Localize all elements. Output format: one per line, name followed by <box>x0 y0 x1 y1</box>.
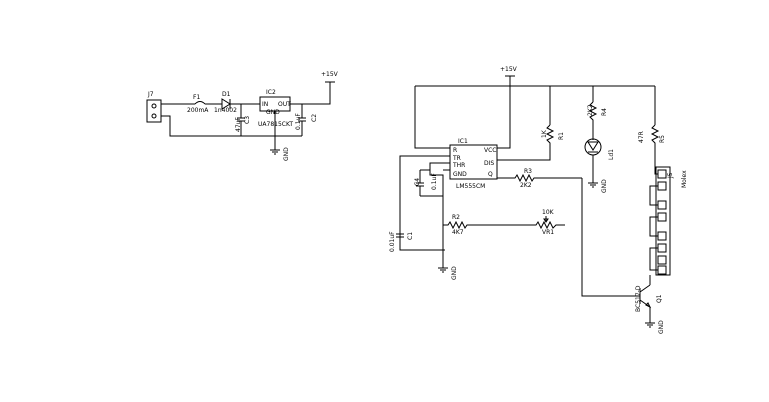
ic2-pin-in: IN <box>262 101 268 108</box>
pot-vr1: 10K VR1 <box>530 209 565 236</box>
r4-label: R4 <box>601 108 608 116</box>
d1-label: D1 <box>222 91 231 98</box>
ic1-lm555: IC1 LM555CM R TR THR GND VCC DIS Q <box>449 138 498 190</box>
ic1-pin: DIS <box>484 160 494 167</box>
r5-value: 47R <box>638 131 645 143</box>
j7-label: J7 <box>147 91 154 98</box>
connector-j5-molex: J5 Molex <box>649 165 688 276</box>
wire <box>161 115 302 137</box>
ic2-label: IC2 <box>266 89 276 96</box>
ic1-pin: VCC <box>484 147 496 154</box>
supply-right-label: +15V <box>500 66 518 73</box>
c4-value: 0.1uF <box>431 173 438 190</box>
capacitor-c3: 47uF C3 <box>235 104 251 136</box>
resistor-r5: 47R R5 <box>638 124 666 165</box>
c2-value: 0.1uF <box>295 113 302 130</box>
resistor-r3: R3 2K2 <box>497 168 582 189</box>
ground-symbol: GND <box>438 266 458 280</box>
vr1-label: VR1 <box>542 229 554 236</box>
resistor-r2: R2 4K7 <box>443 214 530 236</box>
ic2-pin-out: OUT <box>278 101 291 108</box>
supply-plus15v-left: +15V <box>321 71 339 83</box>
r3-label: R3 <box>524 168 532 175</box>
supply-left-label: +15V <box>321 71 339 78</box>
power-supply-section: J7 F1 200mA D1 1n4002 47uF C3 <box>146 71 339 161</box>
diode-d1: D1 1n4002 <box>214 91 237 114</box>
f1-value: 200mA <box>187 107 209 114</box>
wire <box>290 82 331 105</box>
pwm-section: +15V IC1 LM555CM R TR THR GND VCC DIS Q <box>389 66 688 334</box>
ic1-pin: GND <box>453 171 467 178</box>
c3-label: C3 <box>244 116 251 124</box>
resistor-r4: 2K2 R4 <box>587 101 608 140</box>
capacitor-c2: 0.1uF C2 <box>295 104 318 136</box>
c1-value: 0.01uF <box>389 231 396 252</box>
ic1-pin: R <box>453 147 457 154</box>
supply-plus15v-right: +15V <box>500 66 518 77</box>
r3-value: 2K2 <box>520 182 532 189</box>
ground-symbol: GND <box>270 147 290 161</box>
ic1-value: LM555CM <box>456 183 485 190</box>
wire <box>497 86 511 149</box>
ic2-pin-gnd: GND <box>266 109 280 116</box>
gnd-label: GND <box>283 147 290 161</box>
r4-value: 2K2 <box>587 104 594 116</box>
ic1-pin: Q <box>488 171 493 178</box>
gnd-label: GND <box>451 266 458 280</box>
transistor-q1: BC517-D Q1 <box>635 284 663 312</box>
j5-label: J5 <box>667 172 674 179</box>
gnd-label: GND <box>658 320 665 334</box>
ld1-label: Ld1 <box>608 149 615 160</box>
wire <box>399 155 450 251</box>
connector-j7: J7 <box>146 91 162 123</box>
capacitor-c4: C4 0.1uF <box>414 169 443 197</box>
ic1-pin: THR <box>452 162 465 169</box>
ic1-label: IC1 <box>458 138 468 145</box>
ground-symbol: GND <box>588 179 608 193</box>
q1-value: BC517-D <box>635 285 642 312</box>
ground-symbol: GND <box>645 320 665 334</box>
c4-label: C4 <box>414 178 421 186</box>
c1-label: C1 <box>407 232 414 240</box>
regulator-ic2: IN OUT GND IC2 UA7815CKT <box>258 89 293 128</box>
capacitor-c1: 0.01uF C1 <box>389 222 414 252</box>
gnd-label: GND <box>601 179 608 193</box>
fuse-f1: F1 200mA <box>187 94 209 114</box>
r2-value: 4K7 <box>452 229 464 236</box>
j5-value: Molex <box>681 170 688 188</box>
led-ld1: Ld1 <box>584 138 615 160</box>
q1-label: Q1 <box>656 294 663 303</box>
r1-value: 1K <box>541 129 548 138</box>
ic2-value: UA7815CKT <box>258 121 293 128</box>
ic1-pin: TR <box>452 155 461 162</box>
c3-value: 47uF <box>235 117 242 132</box>
resistor-r1: 1K R1 <box>497 124 565 161</box>
r5-label: R5 <box>659 135 666 143</box>
c2-label: C2 <box>311 114 318 122</box>
r2-label: R2 <box>452 214 460 221</box>
r1-label: R1 <box>558 132 565 140</box>
wire <box>581 178 640 297</box>
wire <box>414 86 450 149</box>
wire <box>429 162 450 268</box>
d1-value: 1n4002 <box>214 107 237 114</box>
f1-label: F1 <box>193 94 200 101</box>
vr1-value: 10K <box>542 209 555 216</box>
